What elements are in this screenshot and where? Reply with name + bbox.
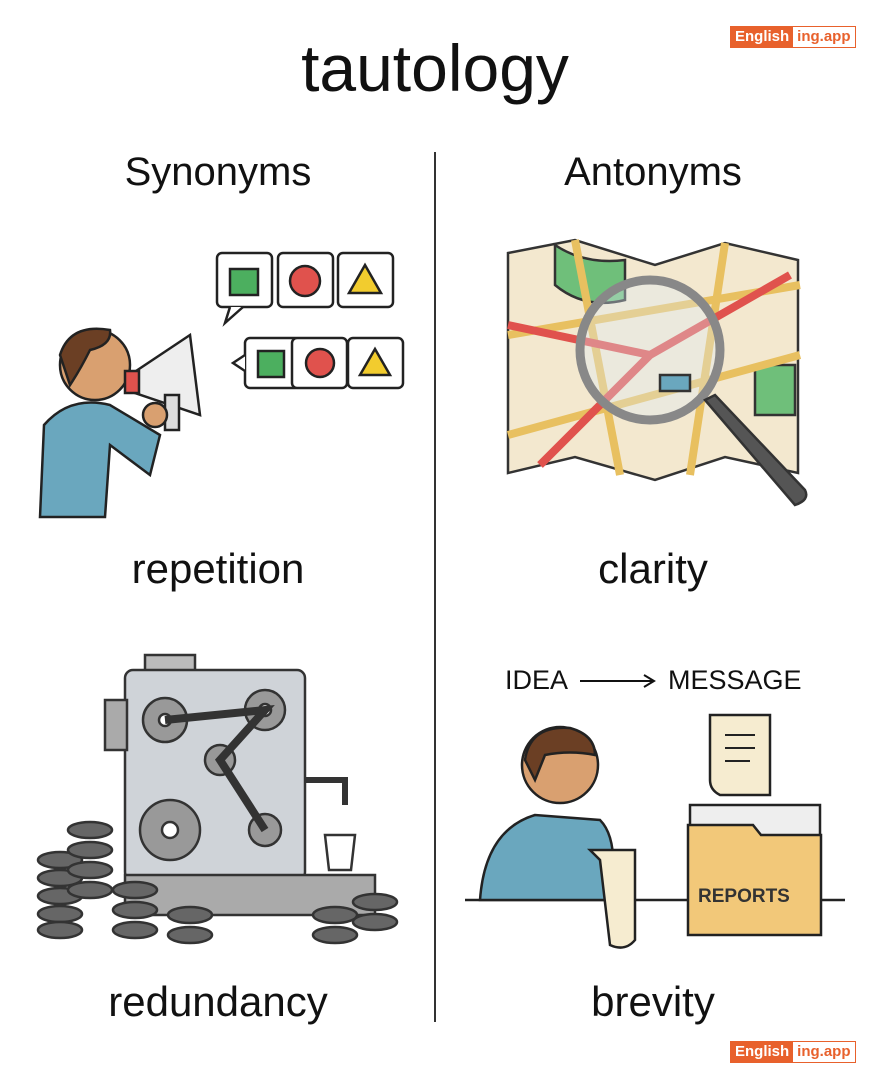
synonym-word: redundancy <box>108 978 328 1025</box>
writer-illustration: REPORTS <box>465 713 845 949</box>
synonyms-heading: Synonyms <box>124 150 312 194</box>
antonyms-heading: Antonyms <box>564 150 742 194</box>
megaphone-illustration <box>38 251 405 519</box>
brand-logo-bottom[interactable]: English ing.app <box>730 1041 856 1063</box>
message-label: MESSAGE <box>668 665 802 695</box>
logo-part2: ing.app <box>793 1042 855 1062</box>
logo-part1: English <box>731 1042 794 1062</box>
map-with-magnifier-illustration <box>506 238 808 507</box>
brand-logo-top[interactable]: English ing.app <box>730 26 856 48</box>
logo-part2: ing.app <box>793 27 855 47</box>
antonym-word: clarity <box>598 545 708 592</box>
page-title: tautology <box>301 31 569 105</box>
idea-label: IDEA <box>505 665 569 695</box>
logo-part1: English <box>731 27 794 47</box>
column-divider <box>434 152 436 1022</box>
arrow-right-icon <box>580 673 656 688</box>
antonym-word: brevity <box>591 978 715 1025</box>
folder-label: REPORTS <box>698 886 790 907</box>
synonym-word: repetition <box>131 545 305 592</box>
gear-machine-illustration <box>36 653 399 945</box>
idea-to-message-flow: IDEA MESSAGE <box>505 665 802 696</box>
